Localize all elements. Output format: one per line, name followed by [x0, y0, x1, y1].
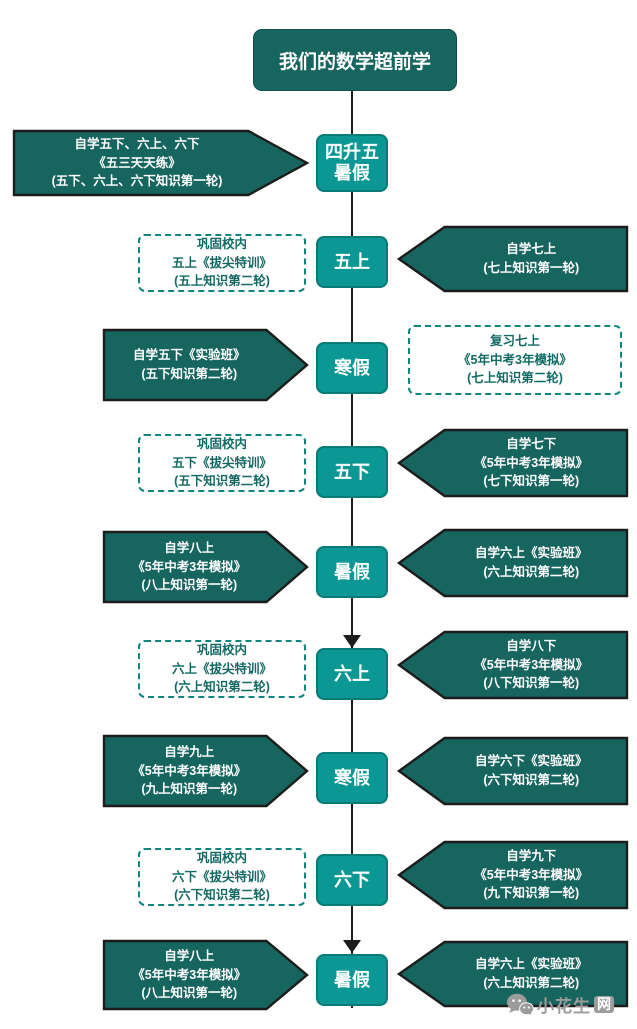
- left-arrow-shape: [399, 738, 627, 804]
- timeline-node-6a: 六上: [316, 648, 388, 700]
- timeline-node-summer1: 暑假: [316, 546, 388, 598]
- left-arrow-shape: [399, 430, 627, 496]
- plan-arrow-box: 自学七上 (七上知识第一轮): [399, 227, 627, 291]
- plan-text: 自学六上《实验班》 (六上知识第二轮): [474, 957, 588, 990]
- watermark: 小花生 网: [506, 992, 614, 1017]
- left-arrow-shape: [399, 842, 627, 908]
- plan-text: 复习七上 《5年中考3年模拟》 (七上知识第二轮): [458, 333, 572, 386]
- node-label: 暑假: [334, 969, 370, 990]
- timeline-node-summer2: 暑假: [316, 954, 388, 1006]
- plan-text: 巩固校内 五下《拔尖特训》 (五下知识第二轮): [171, 436, 272, 489]
- timeline-node-winter2: 寒假: [316, 752, 388, 804]
- plan-dashed-box: 复习七上 《5年中考3年模拟》 (七上知识第二轮): [408, 325, 622, 395]
- plan-arrow-box: 自学八下 《5年中考3年模拟》 (八下知识第一轮): [399, 632, 627, 698]
- plan-dashed-box: 巩固校内 六上《拔尖特训》 (六上知识第二轮): [138, 640, 306, 698]
- node-label: 寒假: [334, 357, 370, 378]
- node-label: 六上: [334, 663, 370, 684]
- plan-arrow-box: 自学八上 《5年中考3年模拟》 (八上知识第一轮): [104, 532, 307, 602]
- plan-arrow-box: 自学六上《实验班》 (六上知识第二轮): [399, 942, 627, 1006]
- node-label: 五上: [334, 251, 370, 272]
- plan-dashed-box: 巩固校内 五下《拔尖特训》 (五下知识第二轮): [138, 434, 306, 492]
- plan-text: 自学九下 《5年中考3年模拟》 (九下知识第一轮): [474, 848, 589, 901]
- plan-text: 自学八上 《5年中考3年模拟》 (八上知识第一轮): [132, 948, 247, 1001]
- plan-arrow-box: 自学六下《实验班》 (六下知识第二轮): [399, 738, 627, 804]
- plan-text: 巩固校内 六下《拔尖特训》 (六下知识第二轮): [171, 850, 272, 903]
- right-arrow-shape: [104, 532, 307, 602]
- plan-text: 自学五下、六上、六下 《五三天天练》 (五下、六上、六下知识第一轮): [51, 136, 223, 189]
- watermark-text: 小花生: [537, 997, 591, 1016]
- watermark-net-badge: 网: [594, 995, 614, 1014]
- left-arrow-shape: [399, 942, 627, 1006]
- right-arrow-shape: [104, 941, 307, 1009]
- node-label: 五下: [334, 461, 370, 482]
- plan-arrow-box: 自学七下 《5年中考3年模拟》 (七下知识第一轮): [399, 430, 627, 496]
- plan-arrow-box: 自学六上《实验班》 (六上知识第二轮): [399, 530, 627, 596]
- left-arrow-shape: [399, 227, 627, 291]
- node-label: 四升五 暑假: [325, 142, 379, 183]
- node-label: 六下: [334, 869, 370, 890]
- timeline-node-5b: 五下: [316, 446, 388, 498]
- flow-title: 我们的数学超前学: [253, 29, 457, 91]
- plan-text: 自学八下 《5年中考3年模拟》 (八下知识第一轮): [474, 638, 589, 691]
- node-label: 暑假: [334, 561, 370, 582]
- plan-arrow-box: 自学九上 《5年中考3年模拟》 (九上知识第一轮): [104, 736, 307, 806]
- plan-text: 自学七上 (七上知识第一轮): [483, 242, 580, 275]
- plan-text: 巩固校内 六上《拔尖特训》 (六上知识第二轮): [171, 642, 272, 695]
- right-arrow-shape: [104, 330, 307, 400]
- timeline-node-winter1: 寒假: [316, 342, 388, 394]
- plan-arrow-box: 自学八上 《5年中考3年模拟》 (八上知识第一轮): [104, 941, 307, 1009]
- node-label: 寒假: [334, 767, 370, 788]
- plan-arrow-box: 自学五下《实验班》 (五下知识第二轮): [104, 330, 307, 400]
- down-arrowhead-icon: [343, 940, 361, 953]
- timeline-node-5a: 五上: [316, 236, 388, 288]
- plan-text: 巩固校内 五上《拔尖特训》 (五上知识第二轮): [171, 236, 272, 289]
- plan-text: 自学五下《实验班》 (五下知识第二轮): [133, 348, 246, 381]
- plan-text: 自学七下 《5年中考3年模拟》 (七下知识第一轮): [474, 436, 589, 489]
- plan-text: 自学六上《实验班》 (六上知识第二轮): [474, 546, 588, 579]
- plan-arrow-box: 自学九下 《5年中考3年模拟》 (九下知识第一轮): [399, 842, 627, 908]
- right-arrow-shape: [104, 736, 307, 806]
- plan-arrow-box: 自学五下、六上、六下 《五三天天练》 (五下、六上、六下知识第一轮): [14, 131, 307, 195]
- left-arrow-shape: [399, 530, 627, 596]
- down-arrowhead-icon: [343, 635, 361, 648]
- timeline-node-6b: 六下: [316, 854, 388, 906]
- right-arrow-shape: [14, 131, 307, 195]
- plan-text: 自学八上 《5年中考3年模拟》 (八上知识第一轮): [132, 540, 247, 593]
- wechat-icon: [506, 993, 534, 1016]
- plan-text: 自学六下《实验班》 (六下知识第二轮): [474, 754, 588, 787]
- left-arrow-shape: [399, 632, 627, 698]
- plan-text: 自学九上 《5年中考3年模拟》 (九上知识第一轮): [132, 744, 247, 797]
- plan-dashed-box: 巩固校内 六下《拔尖特训》 (六下知识第二轮): [138, 848, 306, 906]
- timeline-node-4up5-summer: 四升五 暑假: [316, 134, 388, 192]
- plan-dashed-box: 巩固校内 五上《拔尖特训》 (五上知识第二轮): [138, 234, 306, 292]
